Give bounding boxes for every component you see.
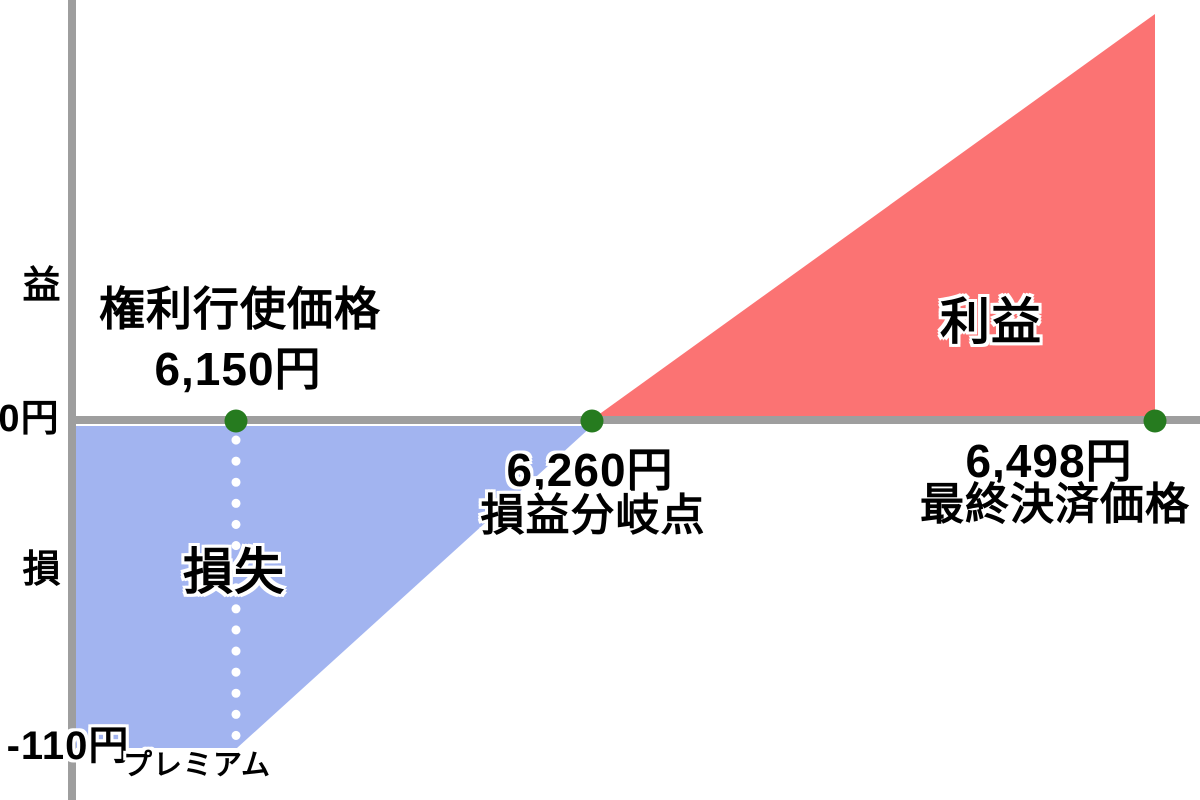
y-axis-label-zero: 0円 [0,398,60,440]
strike-dot [224,409,248,433]
strike-price-value: 6,150円 [154,343,322,395]
profit-area [594,14,1155,418]
profit-area-label: 利益 [940,294,1042,350]
breakeven-title: 損益分岐点 [480,491,706,540]
y-axis-label-premium: -110円 [6,724,130,768]
zero-line [68,416,1200,424]
settlement-title: 最終決済価格 [920,480,1190,529]
premium-label: プレミアム [123,749,271,782]
loss-area [76,426,592,748]
y-axis-line [68,0,76,800]
strike-price-title: 権利行使価格 [99,283,381,335]
loss-area-label: 損失 [183,544,285,600]
breakeven-value: 6,260円 [506,444,674,496]
y-axis-label-loss: 損 [22,549,62,591]
breakeven-dot [580,409,604,433]
settlement-value: 6,498円 [965,435,1133,487]
settlement-dot [1143,409,1167,433]
y-axis-label-gain: 益 [22,265,62,307]
